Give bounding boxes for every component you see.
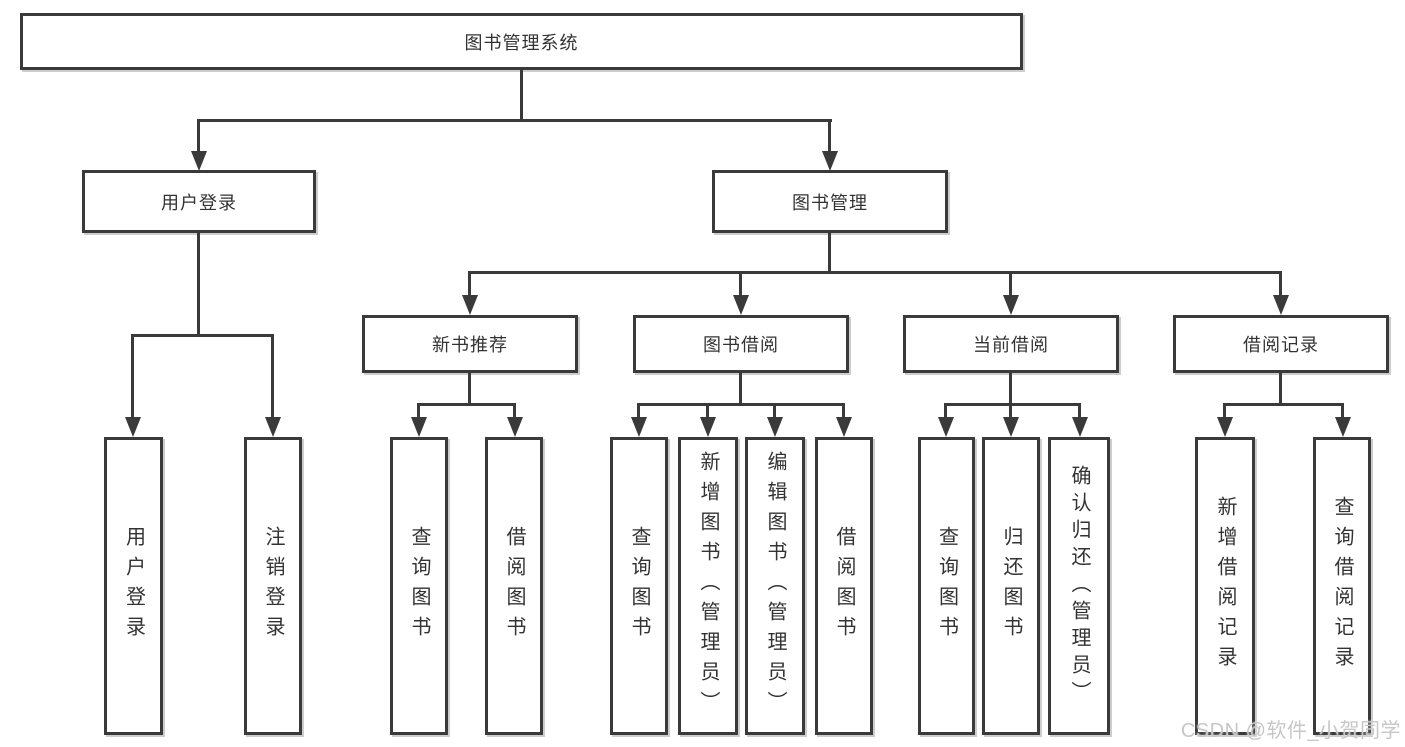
leaf-borrow-books-recommend: 借阅图书	[485, 437, 543, 735]
connector-drop-leaf	[1078, 403, 1081, 418]
leaf-query-books-recommend: 查询图书	[390, 437, 448, 735]
arrow-down-icon	[938, 417, 954, 437]
connector-bus	[1223, 403, 1344, 406]
connector-stem	[1279, 373, 1282, 406]
csdn-watermark: CSDN @软件_小贺同学	[1180, 720, 1401, 742]
node-label: 借阅图书	[503, 526, 525, 646]
leaf-user-login: 用户登录	[104, 437, 163, 735]
arrow-down-icon	[767, 417, 783, 437]
arrow-down-icon	[631, 417, 647, 437]
arrow-down-icon	[700, 417, 716, 437]
arrow-down-icon	[125, 417, 141, 437]
node-label: 用户登录	[161, 192, 237, 213]
node-label: 图书借阅	[703, 335, 779, 355]
connector-stem	[1009, 373, 1012, 406]
node-label: 当前借阅	[973, 335, 1049, 355]
leaf-query-books-current: 查询图书	[918, 437, 975, 735]
node-current-borrowing: 当前借阅	[903, 315, 1119, 373]
node-label: 查询借阅记录	[1331, 496, 1353, 676]
leaf-edit-books-admin: 编辑图书（管理员）	[745, 437, 805, 735]
arrow-down-icon	[191, 151, 207, 171]
leaf-confirm-return-admin: 确认归还（管理员）	[1048, 437, 1110, 735]
arrow-down-icon	[265, 417, 281, 437]
connector-book-mgmt-stem	[828, 233, 831, 273]
node-label: 用户登录	[122, 526, 145, 646]
node-label: 新书推荐	[432, 335, 508, 355]
arrow-down-icon	[1003, 295, 1019, 315]
leaf-add-borrow-record: 新增借阅记录	[1195, 437, 1255, 735]
arrow-down-icon	[462, 295, 478, 315]
node-label: 图书管理	[792, 192, 868, 213]
arrow-down-icon	[836, 417, 852, 437]
connector-user-login-stem	[197, 233, 200, 336]
connector-drop-leaf	[637, 403, 640, 418]
connector-drop-leaf	[417, 403, 420, 418]
connector-stem	[468, 373, 471, 406]
arrow-down-icon	[507, 417, 523, 437]
node-label: 编辑图书（管理员）	[764, 451, 786, 721]
node-label: 新增借阅记录	[1214, 496, 1236, 676]
connector-drop-leaf	[944, 403, 947, 418]
connector-bus	[417, 403, 516, 406]
arrow-down-icon	[1217, 417, 1233, 437]
node-new-book-recommend: 新书推荐	[362, 315, 578, 373]
node-book-management: 图书管理	[712, 170, 948, 233]
node-library-management-system: 图书管理系统	[20, 13, 1023, 70]
leaf-add-books-admin: 新增图书（管理员）	[678, 437, 738, 735]
node-borrowing-records: 借阅记录	[1173, 315, 1389, 373]
node-book-borrowing: 图书借阅	[633, 315, 849, 373]
node-label: 注销登录	[262, 526, 284, 646]
connector-drop-level3	[1009, 271, 1012, 297]
node-label: 新增图书（管理员）	[697, 451, 719, 721]
leaf-query-borrow-record: 查询借阅记录	[1313, 437, 1371, 735]
connector-drop-book-mgmt	[828, 119, 831, 153]
connector-bus	[944, 403, 1081, 406]
node-label: 归还图书	[1000, 526, 1022, 646]
connector-drop-leaf	[1223, 403, 1226, 418]
node-user-login: 用户登录	[82, 170, 316, 233]
connector-drop-leaf	[513, 403, 516, 418]
connector-bus	[637, 403, 845, 406]
node-label: 查询图书	[935, 526, 958, 646]
connector-drop-leaf	[1341, 403, 1344, 418]
arrow-down-icon	[733, 295, 749, 315]
connector-stem	[739, 373, 742, 406]
connector-drop-leaf	[842, 403, 845, 418]
leaf-logout: 注销登录	[244, 437, 302, 735]
arrow-down-icon	[822, 151, 838, 171]
node-label: 借阅图书	[833, 526, 855, 646]
leaf-borrow-books: 借阅图书	[815, 437, 873, 735]
connector-drop-leaf	[773, 403, 776, 418]
connector-drop-level3	[739, 271, 742, 297]
node-label: 图书管理系统	[464, 32, 579, 53]
connector-drop-leaf	[131, 334, 134, 418]
connector-drop-leaf	[271, 334, 274, 418]
node-label: 借阅记录	[1243, 335, 1319, 355]
connector-bus-user-login	[131, 334, 273, 337]
connector-drop-leaf	[706, 403, 709, 418]
connector-bus-level3	[468, 271, 1282, 274]
connector-drop-leaf	[1009, 403, 1012, 418]
arrow-down-icon	[1273, 295, 1289, 315]
node-label: 查询图书	[628, 526, 650, 646]
node-label: 查询图书	[408, 526, 430, 646]
arrow-down-icon	[1003, 417, 1019, 437]
node-label: 确认归还（管理员）	[1068, 464, 1090, 708]
connector-bus-level2	[197, 119, 832, 122]
arrow-down-icon	[411, 417, 427, 437]
arrow-down-icon	[1335, 417, 1351, 437]
connector-root-stem	[520, 70, 523, 121]
leaf-return-books: 归还图书	[982, 437, 1040, 735]
connector-drop-level3	[1279, 271, 1282, 297]
leaf-query-books-borrowing: 查询图书	[610, 437, 668, 735]
connector-drop-level3	[468, 271, 471, 297]
connector-drop-user-login	[197, 119, 200, 153]
arrow-down-icon	[1072, 417, 1088, 437]
